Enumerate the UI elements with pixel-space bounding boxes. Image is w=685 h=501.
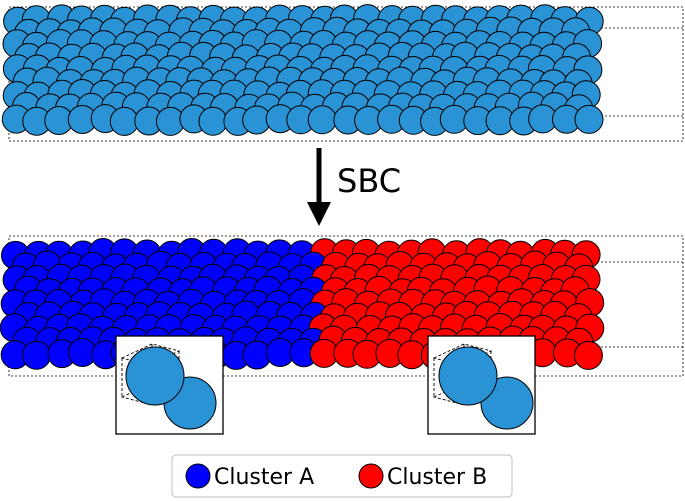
sbc-arrow: SBC [307,148,401,226]
legend-item-cluster-b: Cluster B [358,463,487,490]
inset-b-atom-back [438,346,498,406]
arrow-head-icon [307,202,331,226]
legend-label-cluster-a: Cluster A [214,465,314,490]
cluster-b-swatch-icon [358,463,384,489]
legend: Cluster A Cluster B [171,454,513,498]
particle-atom [574,104,604,134]
bottom-panel [0,235,684,435]
inset-a-atom-back [125,346,185,406]
cluster-a-swatch-icon [185,463,211,489]
inset-cluster-a [115,335,224,435]
particle-atom [307,105,337,135]
top-panel [1,4,684,142]
arrow-label: SBC [337,162,401,200]
top-particle-slab [1,4,604,136]
inset-b-atom-front [480,376,534,430]
legend-frame [171,454,513,498]
legend-item-cluster-a: Cluster A [185,463,314,490]
cluster-particle-atom [573,340,603,370]
legend-label-cluster-b: Cluster B [387,465,487,490]
particle-atom [109,106,139,136]
cluster-particle-atom [22,340,51,370]
particle-atom [198,106,228,136]
inset-cluster-b [427,335,536,435]
